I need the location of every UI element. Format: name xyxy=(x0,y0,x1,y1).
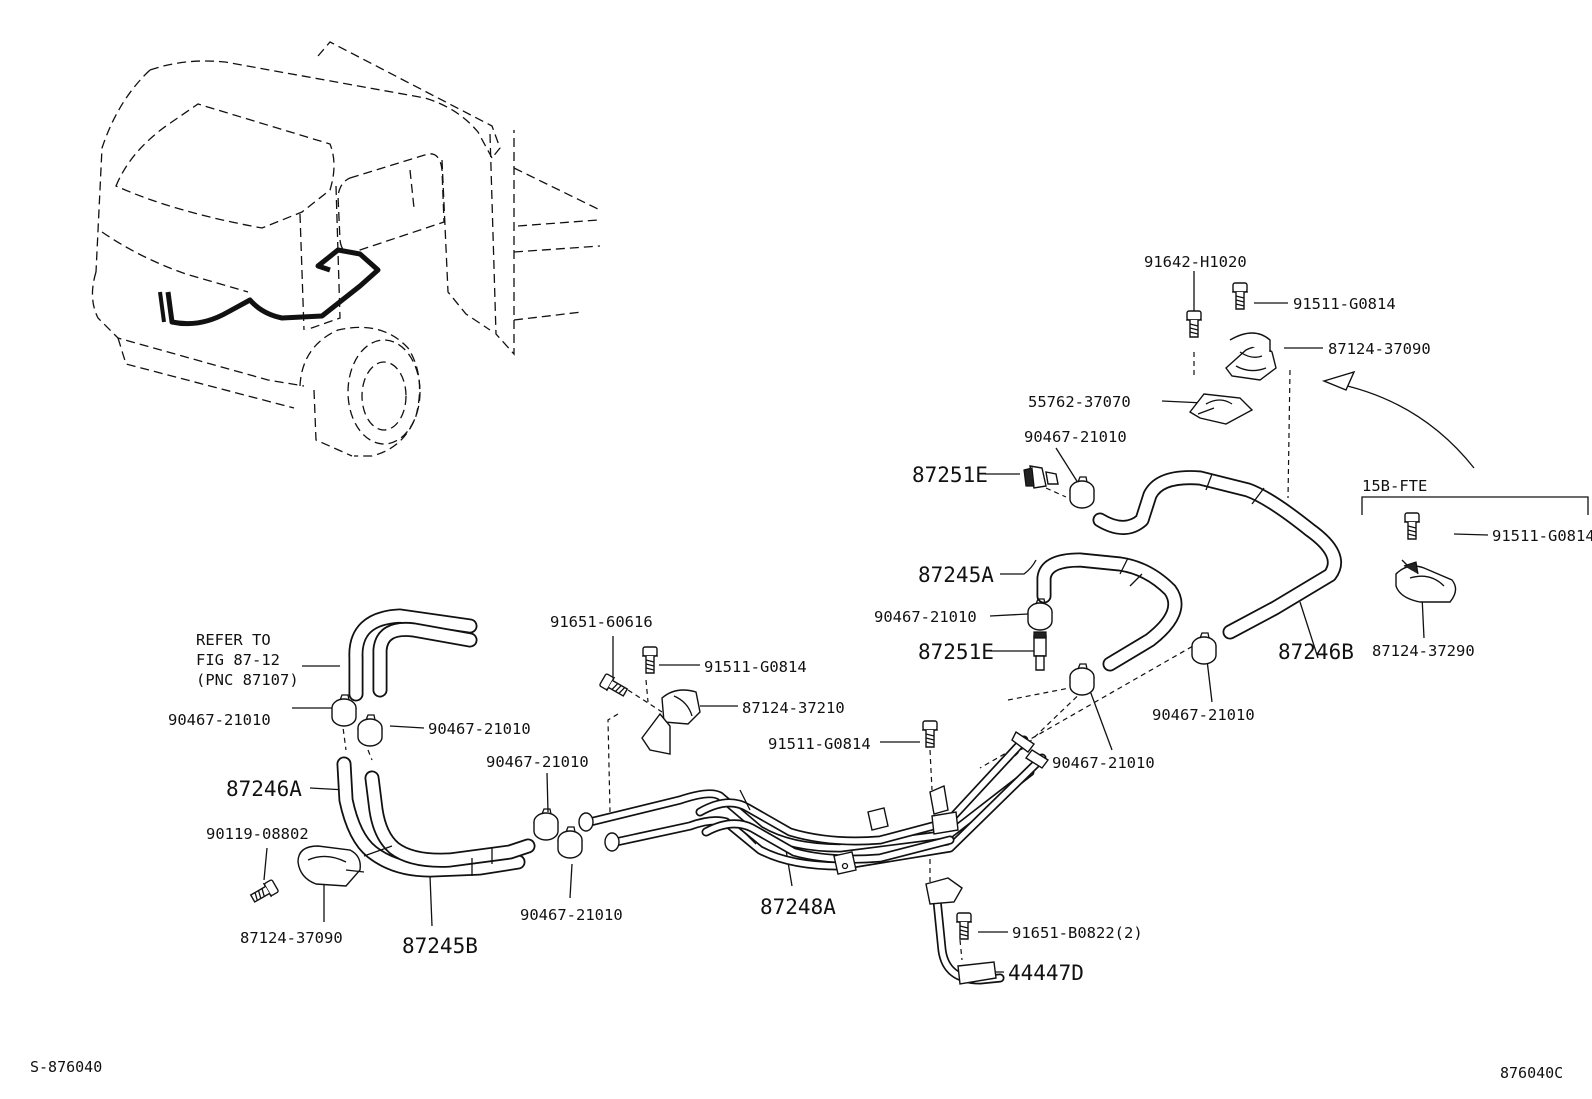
callout-87251e-a: 87251E xyxy=(912,463,988,487)
callout-90467-21010-f: 90467-21010 xyxy=(428,720,531,738)
callout-90467-21010-e: 90467-21010 xyxy=(168,711,271,729)
callout-90467-21010-c: 90467-21010 xyxy=(1152,706,1255,724)
callout-refer-line1: REFER TO xyxy=(196,631,271,649)
callout-87248a: 87248A xyxy=(760,895,836,919)
callout-90467-21010-b: 90467-21010 xyxy=(874,608,977,626)
callout-91642-h1020: 91642-H1020 xyxy=(1144,253,1247,271)
callout-refer-line3: (PNC 87107) xyxy=(196,671,299,689)
callout-90467-21010-g: 90467-21010 xyxy=(486,753,589,771)
part-callouts: 91642-H1020 91511-G0814 87124-37090 5576… xyxy=(168,253,1592,985)
figure-code-right: 876040C xyxy=(1500,1064,1563,1082)
callout-90467-21010-a: 90467-21010 xyxy=(1024,428,1127,446)
callout-90467-21010-h: 90467-21010 xyxy=(520,906,623,924)
hoses-and-pipes xyxy=(336,470,1342,985)
callout-91651-b0822: 91651-B0822(2) xyxy=(1012,924,1143,942)
callout-refer-line2: FIG 87-12 xyxy=(196,651,280,669)
callout-87245b: 87245B xyxy=(402,934,478,958)
callout-91511-g0814-mid: 91511-G0814 xyxy=(704,658,807,676)
callout-91651-60616: 91651-60616 xyxy=(550,613,653,631)
callout-87124-37090-top: 87124-37090 xyxy=(1328,340,1431,358)
callout-91511-g0814-right: 91511-G0814 xyxy=(1492,527,1592,545)
callout-90119-08802: 90119-08802 xyxy=(206,825,309,843)
callout-87124-37290: 87124-37290 xyxy=(1372,642,1475,660)
callout-87251e-b: 87251E xyxy=(918,640,994,664)
callout-15b-fte: 15B-FTE xyxy=(1362,477,1427,495)
callout-87246b: 87246B xyxy=(1278,640,1354,664)
callout-55762-37070: 55762-37070 xyxy=(1028,393,1131,411)
figure-code-left: S-876040 xyxy=(30,1058,102,1076)
callout-87124-37090-bottom: 87124-37090 xyxy=(240,929,343,947)
truck-cab-illustration xyxy=(91,41,601,457)
callout-44447d: 44447D xyxy=(1008,961,1084,985)
callout-91511-g0814-top: 91511-G0814 xyxy=(1293,295,1396,313)
callout-87246a: 87246A xyxy=(226,777,302,801)
callout-87124-37210: 87124-37210 xyxy=(742,699,845,717)
brackets xyxy=(297,332,1457,887)
callout-87245a: 87245A xyxy=(918,563,994,587)
callout-90467-21010-d: 90467-21010 xyxy=(1052,754,1155,772)
callout-91511-g0814-low: 91511-G0814 xyxy=(768,735,871,753)
